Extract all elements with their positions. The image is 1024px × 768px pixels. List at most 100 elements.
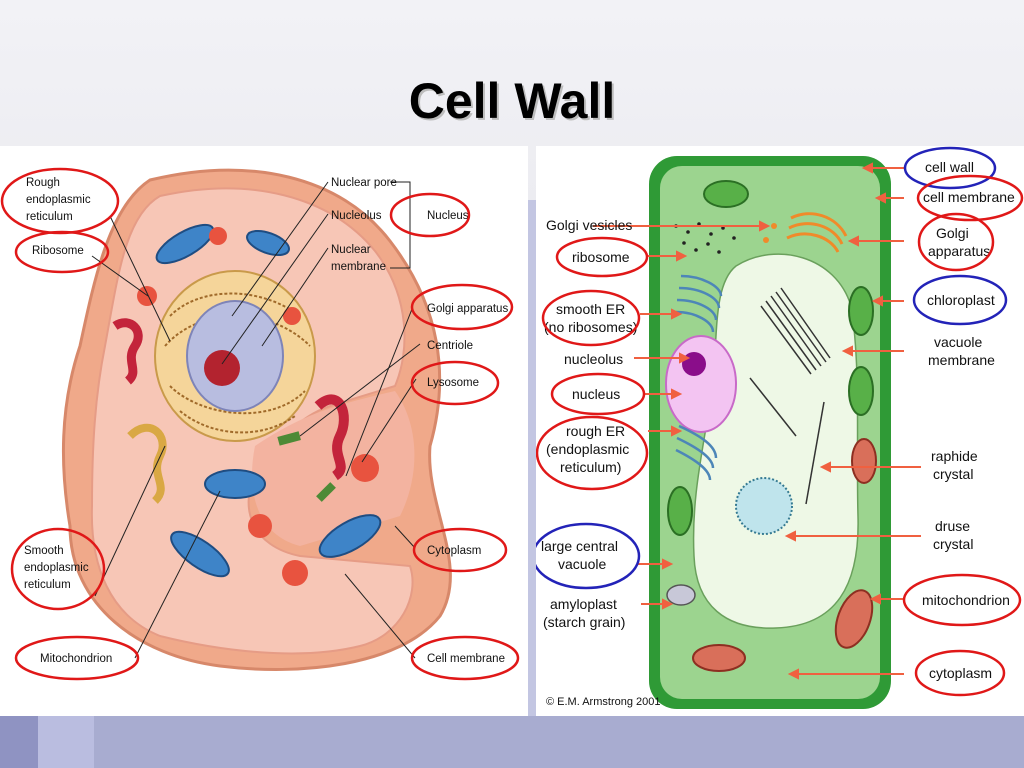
highlight-circle-golgi	[917, 212, 995, 272]
druse-crystal-shape	[735, 477, 793, 535]
label-smooth-er-line3: reticulum	[24, 579, 71, 591]
label-rough-er-line3: reticulum)	[560, 459, 621, 475]
label-raphide-line1: raphide	[931, 448, 978, 464]
label-amyloplast-line1: amyloplast	[550, 596, 617, 612]
highlight-circle-cell-wall	[903, 146, 997, 190]
highlight-circle-cell-membrane	[410, 635, 520, 681]
mitochondrion-shape	[834, 589, 874, 649]
animal-cell-panel: Rough endoplasmic reticulum Ribosome Nuc…	[0, 146, 528, 716]
label-centriole: Centriole	[427, 340, 473, 352]
plant-arrows	[593, 162, 921, 680]
plant-nucleolus-shape	[682, 352, 706, 376]
plant-nucleus-shape	[665, 335, 737, 433]
lysosome-shape	[137, 286, 157, 306]
label-mitochondrion: Mitochondrion	[40, 653, 112, 665]
slide-decor-strip	[528, 200, 536, 720]
label-rough-er-line1: Rough	[26, 177, 60, 189]
label-vacuole-membrane-line1: vacuole	[934, 334, 982, 350]
label-rough-er-line2: (endoplasmic	[546, 441, 629, 457]
nucleolus-shape	[204, 350, 240, 386]
highlight-circle-nucleus	[550, 372, 646, 416]
smooth-er-shape	[675, 274, 723, 333]
label-vacuole-membrane-line2: membrane	[928, 352, 995, 368]
slide-footer-square	[38, 716, 94, 768]
slide-footer-bar	[0, 716, 1024, 768]
rough-er-shape	[675, 424, 718, 481]
animal-highlight-circles	[0, 167, 520, 681]
label-nuclear-pore: Nuclear pore	[331, 177, 397, 189]
label-smooth-er-line2: endoplasmic	[24, 562, 89, 574]
plant-highlight-circles	[536, 146, 1024, 697]
highlight-circle-cell-membrane	[916, 174, 1024, 222]
highlight-circle-smooth-er	[541, 289, 641, 347]
label-cytoplasm: cytoplasm	[929, 665, 992, 681]
label-amyloplast-line2: (starch grain)	[543, 614, 625, 630]
golgi-shape	[314, 394, 349, 481]
label-golgi: Golgi apparatus	[427, 303, 508, 315]
lysosome-shape	[351, 454, 379, 482]
slide-title: Cell Wall	[408, 73, 616, 129]
label-rough-er-line3: reticulum	[26, 211, 73, 223]
label-nucleolus: nucleolus	[564, 351, 623, 367]
plant-cell-panel: Golgi vesicles ribosome smooth ER (no ri…	[536, 146, 1024, 716]
large-central-vacuole	[692, 253, 859, 629]
centriole-shape	[277, 431, 301, 446]
label-chloroplast: chloroplast	[927, 292, 995, 308]
lysosome-shape	[248, 514, 272, 538]
raphide-crystal-shape	[749, 287, 831, 505]
label-rough-er-line1: rough ER	[566, 423, 625, 439]
label-large-vacuole-line2: vacuole	[558, 556, 606, 572]
label-nucleus: nucleus	[572, 386, 620, 402]
chloroplast-shape	[848, 366, 874, 416]
animal-cell-diagram: Rough endoplasmic reticulum Ribosome Nuc…	[0, 167, 520, 681]
highlight-circle-lysosome	[410, 360, 500, 406]
label-cell-membrane: Cell membrane	[427, 653, 505, 665]
highlight-circle-rough-er	[536, 415, 649, 491]
plant-mitochondria-shapes	[692, 438, 877, 672]
chloroplast-shape	[703, 180, 749, 208]
label-smooth-er-line1: smooth ER	[556, 301, 625, 317]
credit-text: © E.M. Armstrong 2001	[546, 696, 661, 708]
highlight-circle-nucleus	[389, 192, 471, 238]
label-golgi-vesicles: Golgi vesicles	[546, 217, 632, 233]
lysosome-shape	[282, 560, 308, 586]
highlight-circle-cytoplasm	[914, 649, 1006, 697]
label-lysosome: Lysosome	[427, 377, 479, 389]
amyloplast-shape	[666, 584, 696, 606]
label-druse-line1: druse	[935, 518, 970, 534]
highlight-circle-golgi	[410, 283, 514, 331]
animal-leader-lines	[91, 181, 421, 659]
lysosome-shape	[283, 307, 301, 325]
label-cytoplasm: Cytoplasm	[427, 545, 481, 557]
label-smooth-er-line1: Smooth	[24, 545, 64, 557]
label-nucleus: Nucleus	[427, 210, 469, 222]
animal-cut-face	[252, 391, 415, 546]
label-nucleolus: Nucleolus	[331, 210, 382, 222]
centriole-shape	[316, 482, 336, 502]
label-golgi-line1: Golgi	[936, 225, 969, 241]
label-cell-membrane: cell membrane	[923, 189, 1015, 205]
highlight-circle-large-vacuole	[536, 522, 641, 590]
mitochondrion-shape	[851, 438, 877, 484]
mitochondrion-shape	[692, 644, 746, 672]
highlight-circle-cytoplasm	[412, 527, 508, 573]
label-mitochondrion: mitochondrion	[922, 592, 1010, 608]
highlight-circle-ribosome	[555, 236, 649, 278]
label-smooth-er-line2: (no ribosomes)	[544, 319, 637, 335]
highlight-circle-ribosome	[14, 230, 110, 274]
golgi-apparatus-shape	[786, 212, 848, 253]
label-rough-er-line2: endoplasmic	[26, 194, 91, 206]
label-golgi-line2: apparatus	[928, 243, 990, 259]
mitochondrion-shape	[246, 229, 290, 257]
mitochondrion-shape	[155, 223, 215, 265]
slide-footer-square	[0, 716, 38, 768]
label-cell-wall: cell wall	[925, 159, 974, 175]
mitochondrion-shape	[204, 469, 266, 499]
chloroplast-shape	[848, 286, 874, 336]
highlight-circle-chloroplast	[912, 274, 1008, 326]
mitochondrion-shape	[318, 514, 382, 558]
lysosome-shape	[209, 227, 227, 245]
highlight-circle-smooth-er	[10, 527, 106, 611]
label-druse-line2: crystal	[933, 536, 973, 552]
chloroplast-shapes	[667, 180, 874, 536]
